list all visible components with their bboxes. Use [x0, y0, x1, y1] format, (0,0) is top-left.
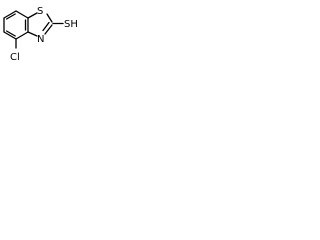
ring-nitrogen-label: N — [37, 34, 44, 45]
bond-c7-c6 — [3, 10, 17, 19]
double-bond-c2-n3 — [42, 21, 50, 32]
bond-c7a-c7 — [15, 10, 29, 19]
chemical-structure: S N SH Cl — [3, 6, 78, 63]
bond-s1-c2 — [46, 13, 53, 23]
bond-c5-c4 — [3, 31, 17, 40]
bond-c2-n3 — [44, 24, 53, 35]
chlorine-label: Cl — [10, 52, 20, 63]
ring-sulfur-label: S — [37, 6, 43, 17]
bond-c4-c3a — [15, 31, 29, 40]
double-bond-c7-c6 — [5, 13, 16, 20]
double-bond-c5-c4 — [5, 30, 16, 37]
bond-c7a-s1 — [27, 12, 38, 19]
bond-n3-c3a — [27, 31, 38, 37]
thiol-group-label: SH — [64, 19, 78, 30]
